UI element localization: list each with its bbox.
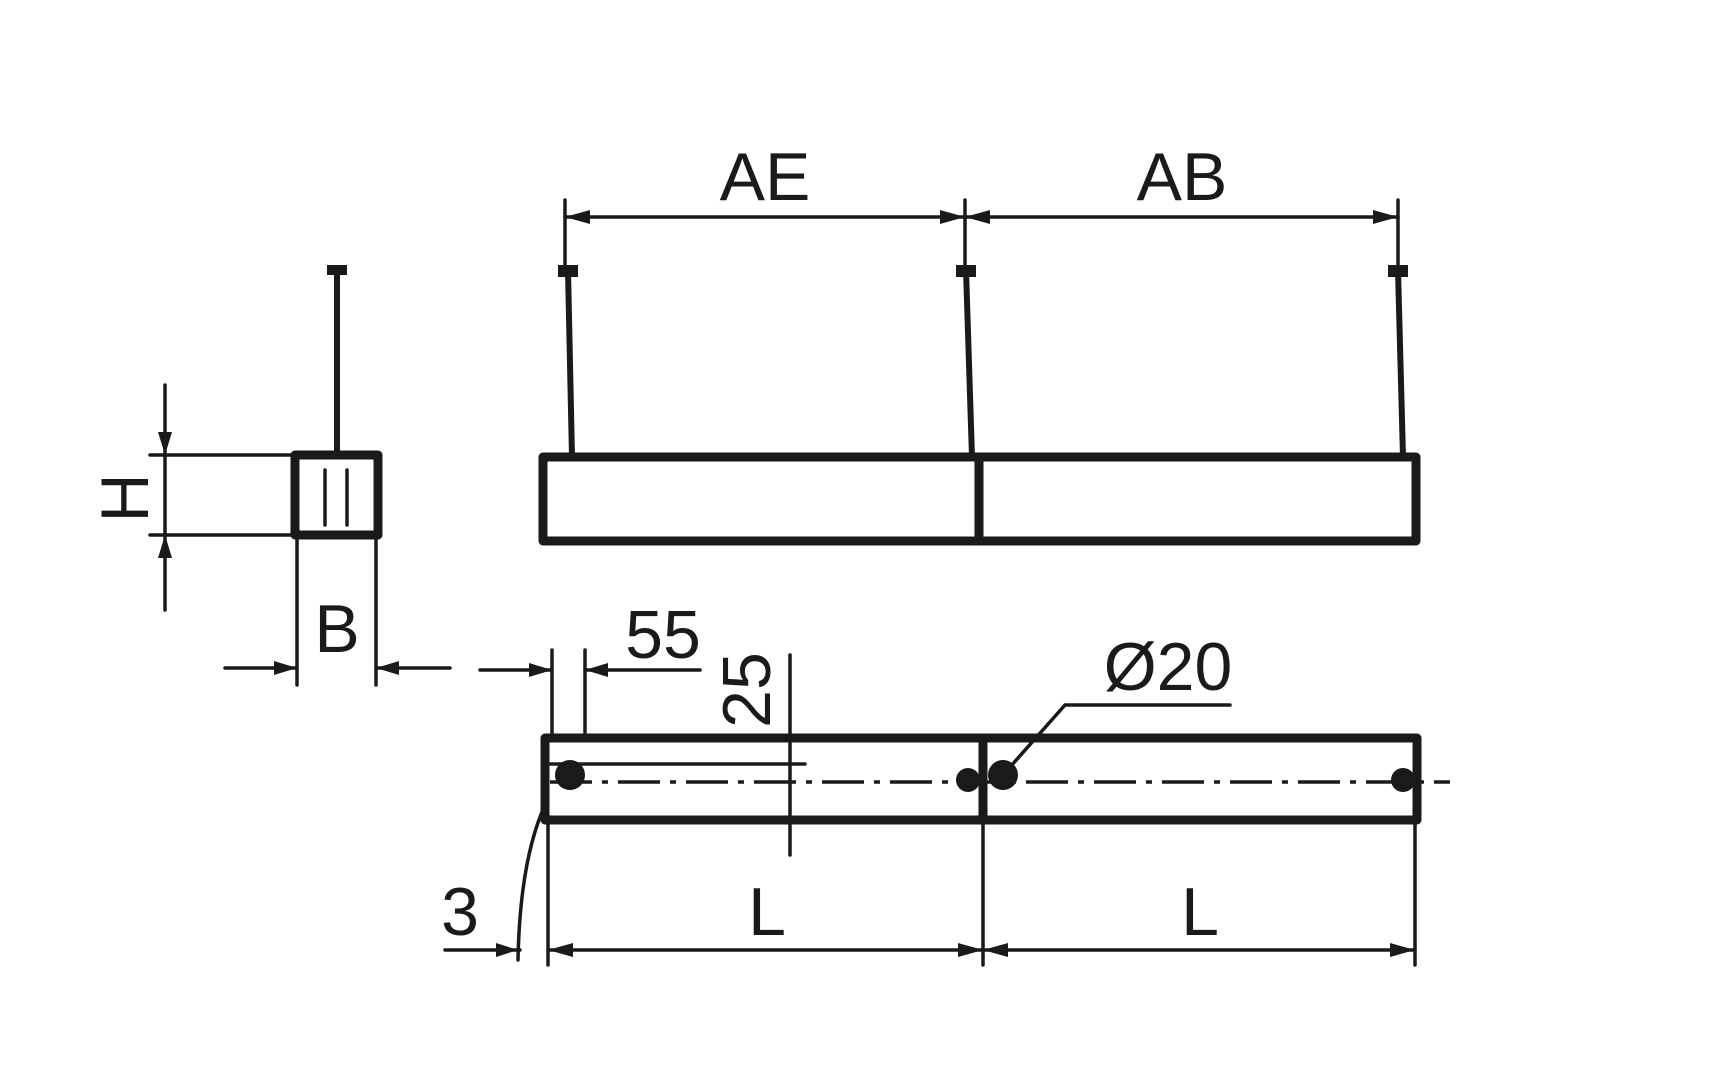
h-arrow-bottom (158, 535, 172, 558)
h-arrow-top (158, 432, 172, 455)
front-rod-left (565, 267, 575, 460)
rod-cap-left (558, 265, 578, 277)
side-rod-cap (327, 265, 347, 275)
dim3-label: 3 (441, 874, 479, 950)
b-arrow-right (376, 661, 399, 675)
front-rod-right (1395, 267, 1406, 460)
side-housing (290, 450, 383, 540)
dim55-arrow-left (529, 663, 552, 677)
ae-arrow-left (565, 210, 590, 224)
bottom-view: 55 25 Ø20 3 L L (441, 597, 1450, 967)
l-right-arrow-start (983, 943, 1008, 957)
l-left-arrow-end (958, 943, 983, 957)
front-joint-rod (963, 267, 975, 460)
ae-arrow-right (940, 210, 965, 224)
h-label: H (87, 473, 163, 522)
l-right-label: L (1181, 874, 1219, 950)
side-view: H B (87, 265, 452, 687)
dia20-label: Ø20 (1104, 629, 1233, 705)
front-view: AE AB (538, 139, 1421, 546)
hole-1 (555, 760, 585, 790)
hole-4 (1391, 768, 1415, 792)
dim55-arrow-right (585, 663, 608, 677)
b-arrow-left (274, 661, 297, 675)
dim25-label: 25 (709, 652, 785, 728)
ab-label: AB (1137, 139, 1228, 215)
dim3-arrow (496, 943, 518, 957)
l-left-label: L (748, 874, 786, 950)
l-right-arrow-end (1390, 943, 1415, 957)
ab-arrow-left (965, 210, 990, 224)
ab-arrow-right (1373, 210, 1398, 224)
ae-label: AE (720, 139, 811, 215)
dia20-leader (1001, 703, 1232, 777)
b-label: B (314, 591, 359, 667)
hole-2 (956, 768, 980, 792)
l-left-arrow-start (548, 943, 573, 957)
dim55-label: 55 (625, 597, 701, 673)
dim3-leader (516, 803, 547, 962)
